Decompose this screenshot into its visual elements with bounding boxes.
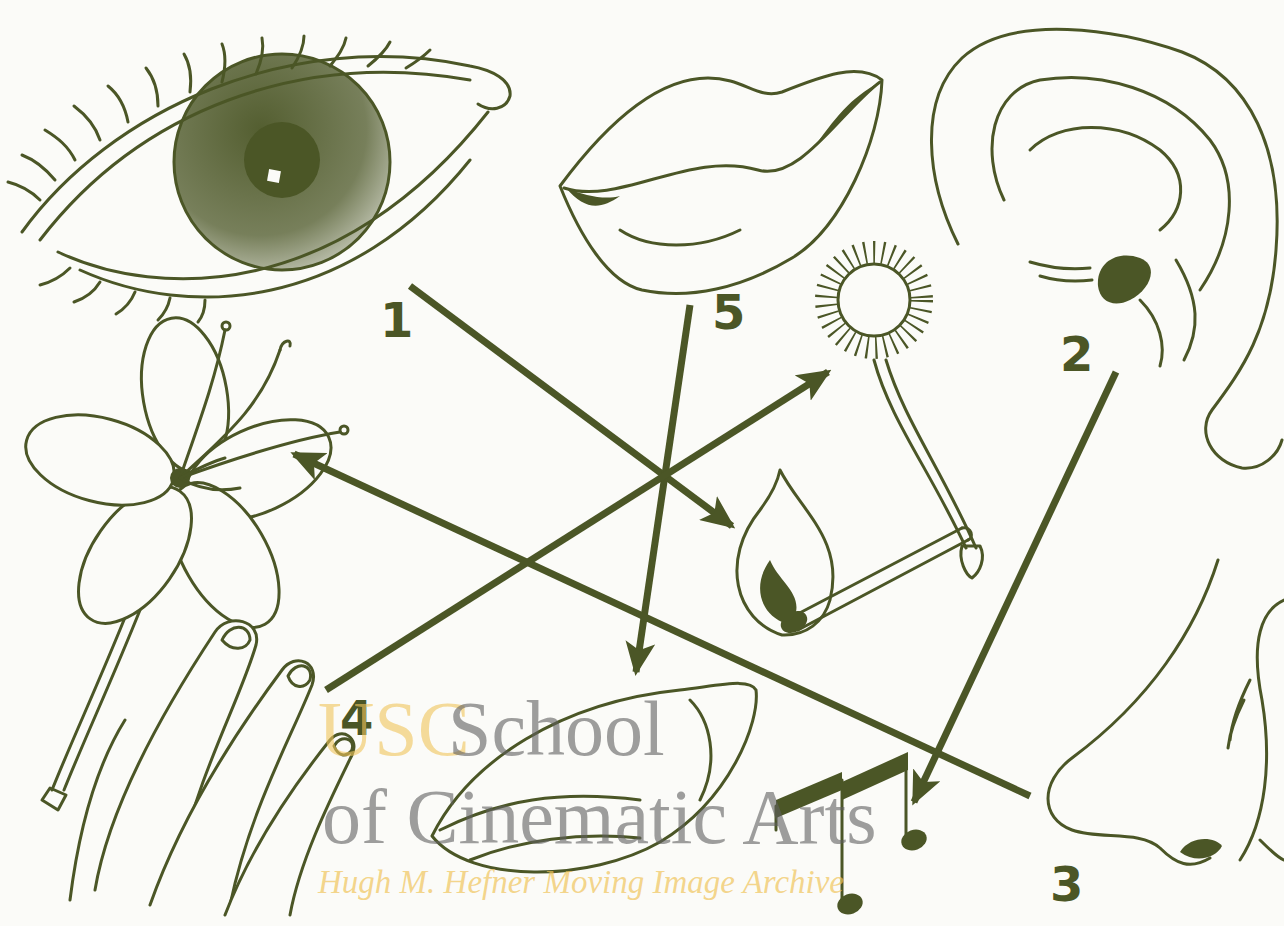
ear-drawing-part xyxy=(992,78,1229,291)
arrows-part xyxy=(410,286,732,526)
match-drawing-part xyxy=(790,528,962,618)
eye-drawing-part xyxy=(174,54,390,270)
eye-drawing-part-part xyxy=(116,292,135,314)
eye-drawing-part-part xyxy=(74,282,100,302)
lips-drawing-part xyxy=(620,230,740,245)
nose-drawing-part xyxy=(1228,680,1250,748)
ear-drawing-part xyxy=(1176,260,1195,360)
burr-drawing-part xyxy=(838,264,910,336)
ear-drawing-part xyxy=(1098,256,1151,304)
eye-drawing-part-part xyxy=(198,300,205,322)
nose-drawing-part xyxy=(1260,840,1284,860)
music-note-part xyxy=(905,756,908,836)
nose-drawing-part xyxy=(1048,560,1218,864)
burr-drawing-part xyxy=(826,252,922,348)
burr-drawing-part xyxy=(961,546,983,578)
eye-drawing-part xyxy=(244,122,320,198)
ear-drawing xyxy=(931,29,1282,468)
flower-drawing-part-part xyxy=(180,350,280,478)
hand-drawing-part xyxy=(70,720,125,900)
callout-number: 2 xyxy=(1060,330,1093,378)
arrows-part xyxy=(914,372,1116,802)
eye-drawing xyxy=(8,36,510,322)
match-drawing xyxy=(737,470,971,637)
flower-drawing-part-part xyxy=(340,426,348,434)
eye-drawing-part-part xyxy=(8,182,40,200)
watermark: of Cinematic Arts xyxy=(322,778,877,856)
callout-number: 3 xyxy=(1050,860,1083,908)
watermark: Hugh M. Hefner Moving Image Archive xyxy=(318,866,844,899)
eye-drawing-part xyxy=(8,36,430,322)
callout-number: 5 xyxy=(712,288,745,336)
eye-drawing-part-part xyxy=(45,130,75,160)
lips-drawing-part xyxy=(564,82,880,192)
eye-drawing-part-part xyxy=(184,54,191,92)
arrows-part xyxy=(294,454,1030,796)
lips-drawing-part xyxy=(566,188,620,206)
match-drawing-part xyxy=(760,560,796,622)
flower-drawing-part-part xyxy=(180,432,340,478)
ear-drawing-part xyxy=(931,29,1282,468)
hand-drawing-part xyxy=(222,627,250,648)
hand-drawing-part xyxy=(288,666,311,687)
eye-drawing-part-part xyxy=(406,50,430,68)
flower-drawing-part-part xyxy=(222,322,230,330)
flower-drawing-part-part xyxy=(180,458,240,490)
burr-drawing-part xyxy=(886,360,976,548)
match-drawing-part xyxy=(962,528,971,540)
eye-drawing-part xyxy=(267,169,281,183)
hand-drawing xyxy=(70,621,354,915)
arrows-part xyxy=(326,372,828,690)
ear-drawing-part xyxy=(1030,262,1092,281)
lips-drawing-part xyxy=(560,72,882,294)
nose-drawing-part xyxy=(1180,839,1222,858)
flower-drawing-part-part xyxy=(280,341,290,350)
ear-drawing-part xyxy=(1140,300,1162,366)
nose-drawing-part xyxy=(1240,600,1284,860)
eye-drawing-part-part xyxy=(22,155,55,180)
eye-drawing-part-part xyxy=(330,38,346,66)
eye-drawing-part-part xyxy=(146,68,158,106)
callout-number: 1 xyxy=(380,296,413,344)
flower-drawing-part xyxy=(16,400,185,520)
nose-drawing xyxy=(1048,560,1284,864)
lips-drawing xyxy=(560,72,882,294)
eye-drawing-part-part xyxy=(74,106,100,140)
eye-drawing-part-part xyxy=(40,268,70,285)
match-drawing-part xyxy=(737,470,833,635)
eye-drawing-part-part xyxy=(222,44,225,82)
watermark: USC xyxy=(318,690,470,768)
eye-drawing-part-part xyxy=(368,42,390,66)
watermark: School xyxy=(448,690,665,768)
eye-drawing-part-part xyxy=(158,298,170,320)
arrows xyxy=(294,286,1116,802)
eye-drawing-part-part xyxy=(256,38,263,74)
flower-drawing-part xyxy=(42,788,66,810)
ear-drawing-part xyxy=(1030,128,1181,231)
burr-drawing-part xyxy=(874,360,966,548)
lips-drawing-part xyxy=(812,82,880,150)
music-note-part xyxy=(898,826,929,854)
eye-drawing-part-part xyxy=(292,36,304,68)
flower-drawing-part xyxy=(52,610,128,790)
eye-drawing-part-part xyxy=(108,86,128,122)
